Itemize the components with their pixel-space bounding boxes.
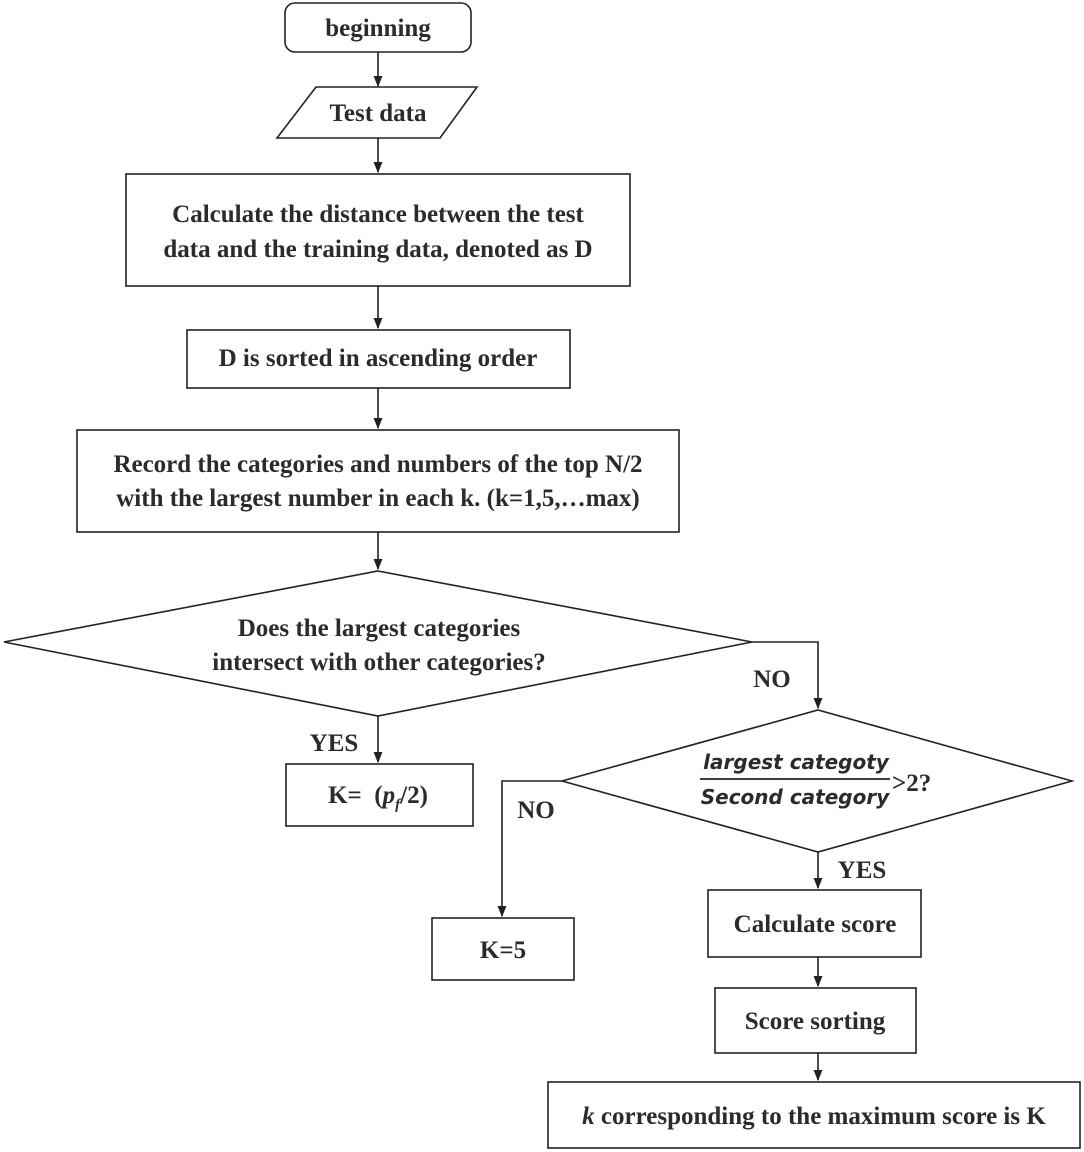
distance-line2: data and the training data, denoted as D — [163, 236, 592, 263]
start-node: beginning — [284, 2, 472, 53]
distance-step: Calculate the distance between the test … — [125, 173, 631, 287]
distance-line1: Calculate the distance between the test — [172, 201, 584, 228]
input-node: Test data — [275, 86, 479, 139]
decision-intersect: Does the largest categories intersect wi… — [3, 570, 753, 717]
ratio-numerator: largest categoty — [703, 750, 890, 774]
arrow-decision-no — [752, 641, 823, 710]
result-yes-node: K= (pf/2) — [285, 763, 474, 827]
decision-ratio: largest categoty Second category >2? — [559, 709, 1075, 853]
record-line2: with the largest number in each k. (k=1,… — [116, 485, 640, 512]
ratio-denominator: Second category — [701, 785, 890, 809]
final-label: k corresponding to the maximum score is … — [582, 1103, 1046, 1130]
start-label: beginning — [325, 15, 431, 42]
decision-ratio-no-label: NO — [517, 797, 555, 824]
input-label: Test data — [329, 100, 427, 127]
calculate-score-step: Calculate score — [707, 889, 922, 958]
sort-label: D is sorted in ascending order — [219, 345, 538, 372]
decision-ratio-yes-label: YES — [838, 857, 887, 884]
decision-intersect-line2: intersect with other categories? — [212, 649, 545, 676]
score-sorting-label: Score sorting — [745, 1008, 886, 1035]
calculate-score-label: Calculate score — [734, 911, 897, 938]
arrow-ratio-no — [497, 780, 562, 918]
record-line1: Record the categories and numbers of the… — [113, 451, 642, 478]
decision-intersect-line1: Does the largest categories — [238, 615, 521, 642]
sort-step: D is sorted in ascending order — [186, 329, 571, 389]
final-node: k corresponding to the maximum score is … — [547, 1081, 1081, 1149]
result-yes-formula: K= (pf/2) — [328, 782, 428, 813]
result-no-label: K=5 — [480, 937, 526, 964]
ratio-comparison: >2? — [892, 770, 931, 797]
score-sorting-step: Score sorting — [714, 987, 917, 1054]
decision-intersect-no-label: NO — [753, 666, 791, 693]
decision-intersect-yes-label: YES — [310, 730, 359, 757]
result-no-node: K=5 — [431, 917, 575, 981]
record-step: Record the categories and numbers of the… — [76, 429, 680, 533]
